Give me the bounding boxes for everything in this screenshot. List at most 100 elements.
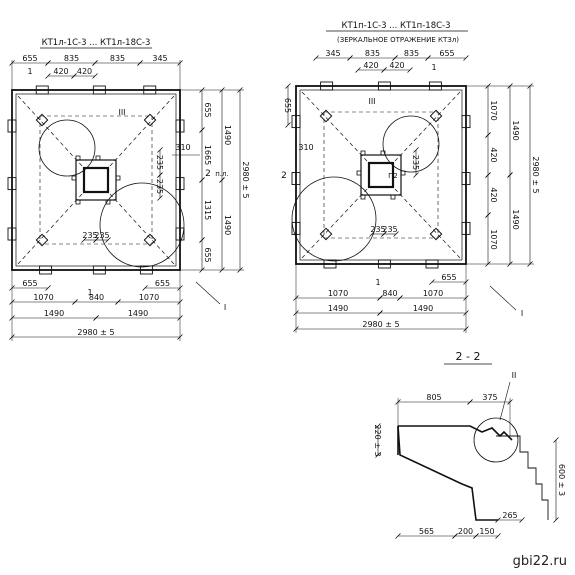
dimension-tick bbox=[452, 533, 458, 539]
dimension-tick bbox=[137, 60, 143, 66]
edge-notch bbox=[39, 265, 53, 275]
right-outer-dim: 1490 bbox=[511, 120, 520, 140]
edge-notch bbox=[291, 172, 301, 186]
dimension-tick bbox=[199, 127, 205, 133]
edge-notch bbox=[461, 221, 471, 235]
detail-circle-ii bbox=[473, 417, 519, 463]
lifting-loop bbox=[35, 113, 49, 127]
dimension-tick bbox=[377, 310, 383, 316]
roman-ii-label: II bbox=[512, 371, 517, 380]
bottom-dim: 655 bbox=[441, 273, 456, 282]
edge-notch bbox=[175, 227, 185, 241]
detail-circle-i bbox=[291, 176, 377, 262]
dimension-tick bbox=[485, 172, 491, 178]
dimension-tick bbox=[45, 60, 51, 66]
edge-notch bbox=[461, 115, 471, 129]
bottom-dim: 1070 bbox=[328, 289, 348, 298]
dimension-tick bbox=[45, 285, 51, 291]
dimension-tick bbox=[142, 285, 148, 291]
dimension-tick bbox=[313, 55, 319, 61]
right-outer-dim: 1490 bbox=[511, 209, 520, 229]
right-dim: 420 bbox=[489, 187, 498, 202]
dimension-tick bbox=[485, 132, 491, 138]
bottom-dim: 655 bbox=[155, 279, 170, 288]
top-dim: 835 bbox=[365, 49, 380, 58]
top-dim: 345 bbox=[152, 54, 167, 63]
bottom-dim: 655 bbox=[22, 279, 37, 288]
right-outer-dim: 1490 bbox=[223, 215, 232, 235]
left-dim: 655 bbox=[283, 98, 292, 113]
section-top-dim: 805 bbox=[426, 393, 441, 402]
right-plan-title: КТ1п-1С-3 ... КТ1п-18С-3 bbox=[341, 21, 450, 31]
edge-notch bbox=[7, 177, 17, 191]
edge-notch bbox=[139, 265, 153, 275]
section-bottom-edge bbox=[397, 425, 498, 521]
dimension-tick bbox=[157, 172, 163, 178]
top-dim: 835 bbox=[110, 54, 125, 63]
edge-notch bbox=[377, 259, 391, 269]
anchor-mark bbox=[75, 199, 81, 205]
roman-i-label: I bbox=[224, 303, 226, 312]
dimension-tick bbox=[375, 423, 381, 429]
detail-circle-iii bbox=[382, 115, 440, 173]
edge-notch bbox=[175, 177, 185, 191]
bottom-dim: 1070 bbox=[33, 293, 53, 302]
section-mark: 2 bbox=[281, 171, 287, 181]
right-outer-dim: 1490 bbox=[223, 125, 232, 145]
bottom-dim: 840 bbox=[89, 293, 104, 302]
dimension-tick bbox=[397, 295, 403, 301]
dimension-tick bbox=[393, 231, 399, 237]
section-step-profile bbox=[496, 435, 549, 520]
dimension-tick bbox=[519, 517, 525, 523]
lifting-loop bbox=[143, 233, 157, 247]
right-plan-subtitle: (ЗЕРКАЛЬНОЕ ОТРАЖЕНИЕ КТЗл) bbox=[337, 36, 459, 44]
anchor-mark bbox=[71, 175, 77, 181]
edge-notch bbox=[35, 85, 49, 95]
right-dim: 1315 bbox=[203, 200, 212, 220]
right-dim: 655 bbox=[203, 102, 212, 117]
lifting-loop bbox=[319, 227, 333, 241]
diagonal-dashed bbox=[17, 95, 83, 167]
top-dim: 345 bbox=[325, 49, 340, 58]
top-inner-dim: 420 bbox=[53, 67, 68, 76]
center-vertical-dim: 235 bbox=[155, 179, 164, 194]
dim-310: 310 bbox=[175, 143, 190, 152]
dimension-tick bbox=[347, 55, 353, 61]
edge-notch bbox=[428, 81, 442, 91]
dimension-tick bbox=[157, 195, 163, 201]
leader-line bbox=[195, 281, 221, 305]
edge-notch bbox=[323, 259, 337, 269]
dimension-tick bbox=[377, 295, 383, 301]
dimension-tick bbox=[375, 452, 381, 458]
section-top-edge bbox=[398, 425, 513, 441]
diagonal-dashed bbox=[394, 188, 461, 259]
watermark-text: gbi22.ru bbox=[512, 554, 567, 569]
bottom-dim: 1490 bbox=[128, 309, 148, 318]
dimension-tick bbox=[369, 231, 375, 237]
lifting-loop bbox=[35, 233, 49, 247]
dimension-tick bbox=[413, 172, 419, 178]
anchor-mark bbox=[75, 155, 81, 161]
lifting-loop bbox=[429, 109, 443, 123]
cut-mark: 1 bbox=[27, 67, 32, 76]
dimension-tick bbox=[395, 533, 401, 539]
edge-notch bbox=[143, 85, 157, 95]
roman-iii-label: III bbox=[368, 97, 375, 106]
lifting-loop bbox=[429, 227, 443, 241]
lifting-loop bbox=[319, 109, 333, 123]
center-vertical-dim: 235 bbox=[155, 155, 164, 170]
dimension-tick bbox=[413, 147, 419, 153]
dim-310: 310 bbox=[298, 143, 313, 152]
diagonal-dashed bbox=[301, 91, 368, 162]
section-left-dim: 220 ± 3 bbox=[373, 424, 382, 456]
dimension-tick bbox=[485, 212, 491, 218]
detail-circle-iii bbox=[38, 119, 96, 177]
dimension-tick bbox=[463, 55, 469, 61]
center-dim: 235 bbox=[370, 225, 385, 234]
edge-notch bbox=[425, 259, 439, 269]
detail-circle-i bbox=[99, 182, 185, 268]
anchor-mark bbox=[380, 150, 386, 156]
dimension-tick bbox=[392, 55, 398, 61]
section-bottom-dim: 565 bbox=[419, 527, 434, 536]
section-bottom-dim: 150 bbox=[479, 527, 494, 536]
